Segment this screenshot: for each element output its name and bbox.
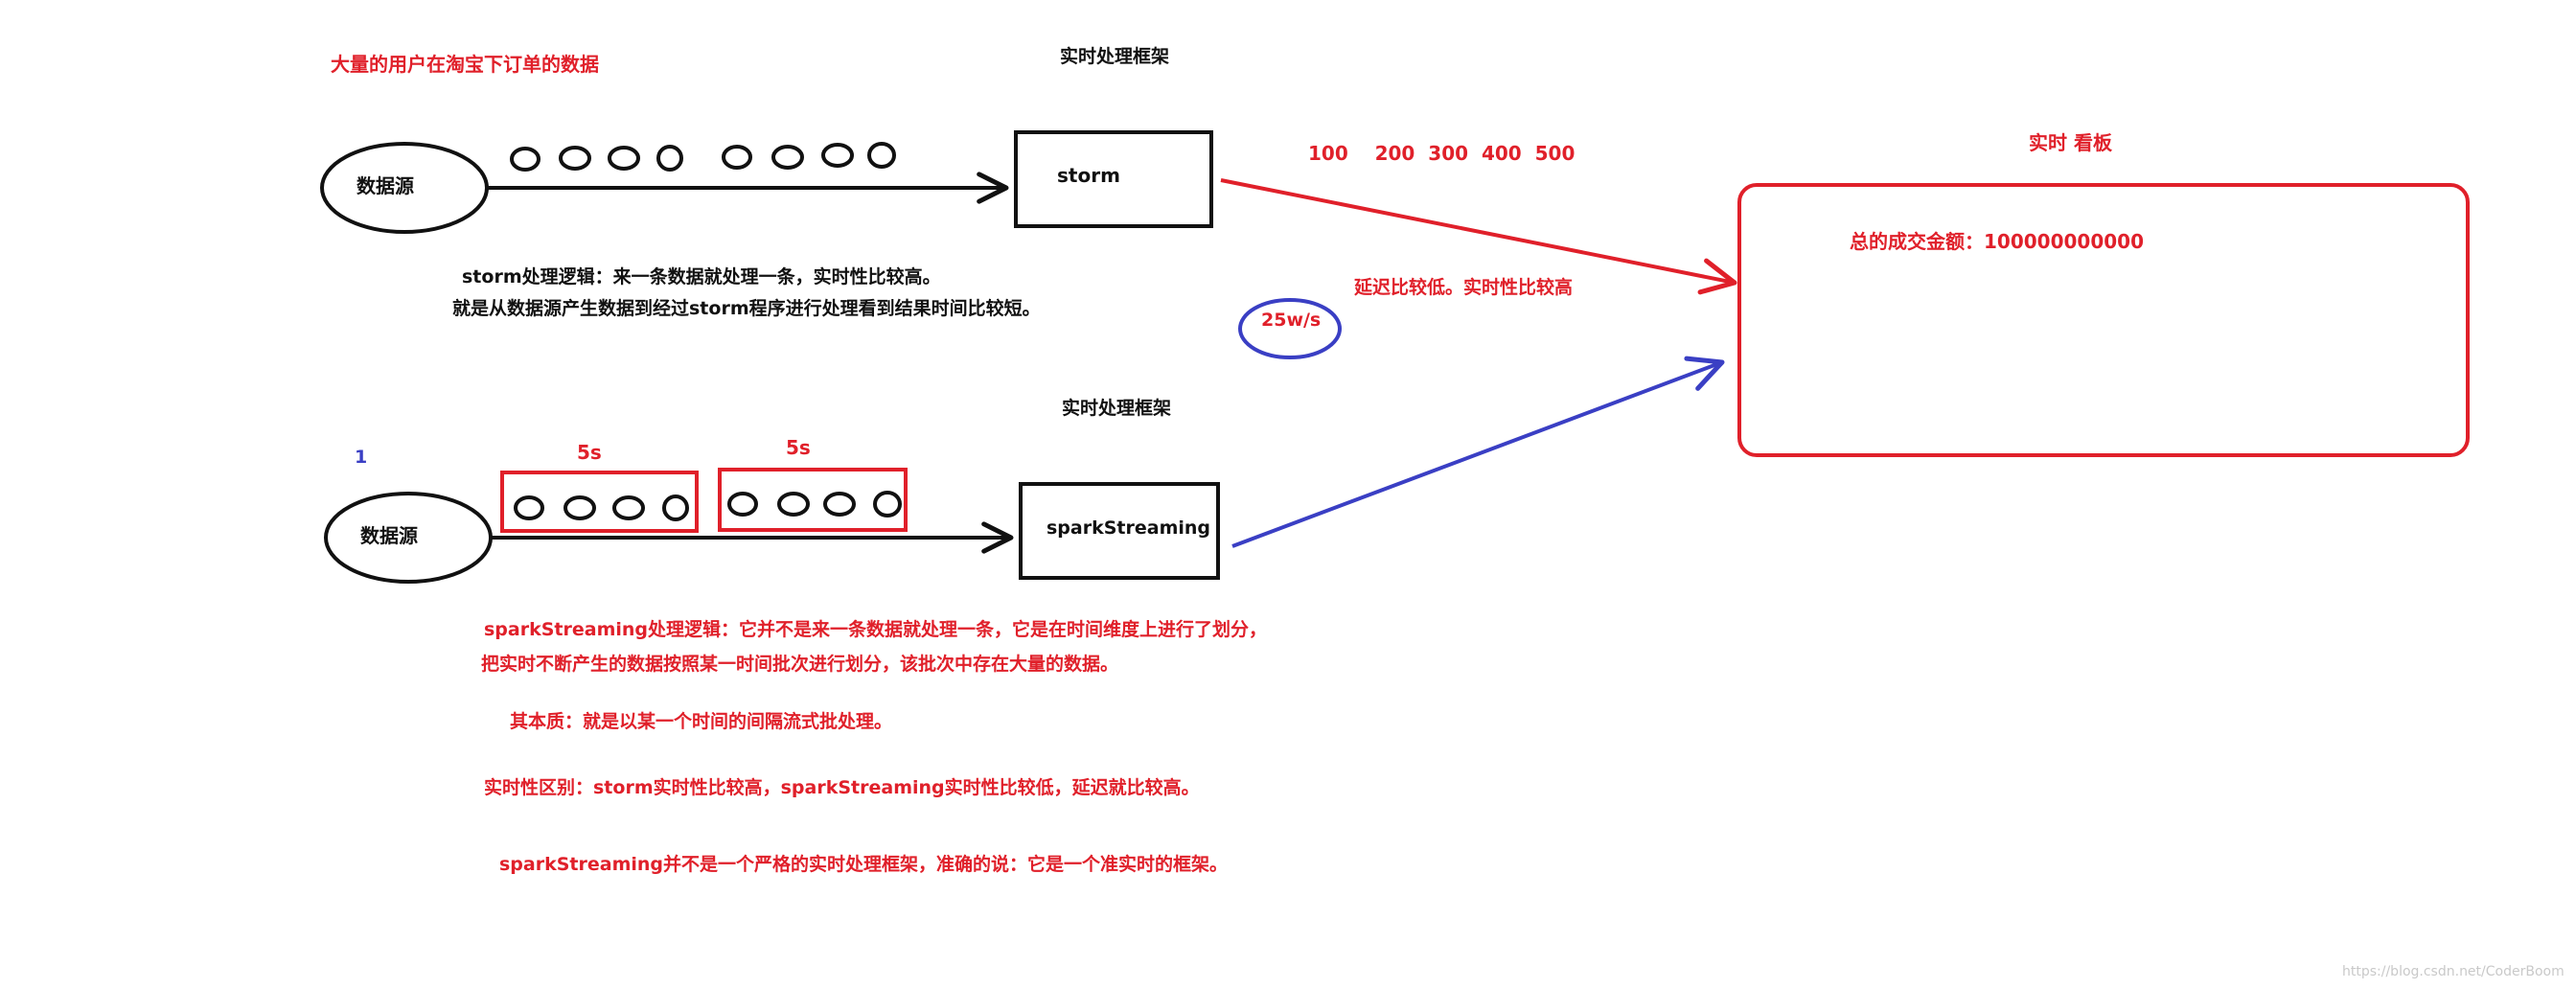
- bottom-record: [873, 491, 902, 518]
- latency-label: 延迟比较低。实时性比较高: [1354, 277, 1574, 298]
- dashboard-total-amount: 总的成交金额：100000000000: [1850, 230, 2144, 253]
- bottom-record: [727, 492, 758, 517]
- storm-engine-label: storm: [1057, 164, 1120, 187]
- realtime-difference-label: 实时性区别：storm实时性比较高，sparkStreaming实时性比较低，延…: [484, 777, 1200, 798]
- spark-logic-line2: 把实时不断产生的数据按照某一时间批次进行划分，该批次中存在大量的数据。: [481, 654, 1119, 675]
- top-record: [771, 145, 804, 170]
- watermark-text: https://blog.csdn.net/CoderBoom: [2342, 964, 2564, 979]
- storm-logic-line2: 就是从数据源产生数据到经过storm程序进行处理看到结果时间比较短。: [452, 298, 1041, 319]
- top-record: [821, 143, 854, 168]
- sparkstreaming-engine-box: [1019, 482, 1220, 580]
- bottom-framework-label: 实时处理框架: [1062, 398, 1172, 419]
- batch-2-interval-label: 5s: [786, 436, 811, 459]
- bottom-marker-label: 1: [355, 447, 368, 468]
- top-stream-records: [510, 142, 896, 172]
- top-record: [722, 145, 752, 170]
- storm-to-dashboard-arrow: [1220, 178, 1737, 295]
- spark-essence-label: 其本质：就是以某一个时间的间隔流式批处理。: [510, 711, 893, 732]
- top-data-source-label: 数据源: [356, 174, 414, 197]
- throughput-circle: [1238, 298, 1342, 359]
- spark-to-dashboard-arrow: [1231, 356, 1725, 548]
- top-record: [559, 146, 591, 171]
- dashboard-title: 实时 看板: [2029, 131, 2112, 154]
- batch-box-1: [500, 471, 699, 533]
- bottom-data-source-label: 数据源: [360, 524, 418, 547]
- top-framework-label: 实时处理框架: [1060, 46, 1170, 67]
- bottom-record: [612, 495, 645, 520]
- batch-1-interval-label: 5s: [577, 441, 602, 464]
- bottom-record: [777, 492, 810, 517]
- top-record: [867, 142, 896, 169]
- batch-box-2: [718, 468, 908, 532]
- storm-engine-box: [1014, 130, 1213, 228]
- dashboard-box: [1737, 183, 2470, 457]
- bottom-record: [662, 494, 689, 521]
- spark-logic-line1: sparkStreaming处理逻辑：它并不是来一条数据就处理一条，它是在时间维…: [484, 619, 1268, 640]
- sparkstreaming-engine-label: sparkStreaming: [1046, 518, 1211, 539]
- spark-conclusion-label: sparkStreaming并不是一个严格的实时处理框架，准确的说：它是一个准实…: [499, 854, 1229, 875]
- bottom-record: [514, 495, 544, 520]
- top-record: [510, 147, 540, 172]
- bottom-record: [823, 492, 856, 517]
- count-sequence-label: 100 200 300 400 500: [1308, 142, 1576, 165]
- bottom-stream-records: [514, 491, 902, 521]
- user-orders-label: 大量的用户在淘宝下订单的数据: [331, 53, 599, 76]
- storm-logic-line1: storm处理逻辑：来一条数据就处理一条，实时性比较高。: [462, 266, 941, 288]
- top-record: [656, 145, 683, 172]
- throughput-label: 25w/s: [1261, 310, 1322, 331]
- bottom-record: [564, 495, 596, 520]
- top-record: [608, 146, 640, 171]
